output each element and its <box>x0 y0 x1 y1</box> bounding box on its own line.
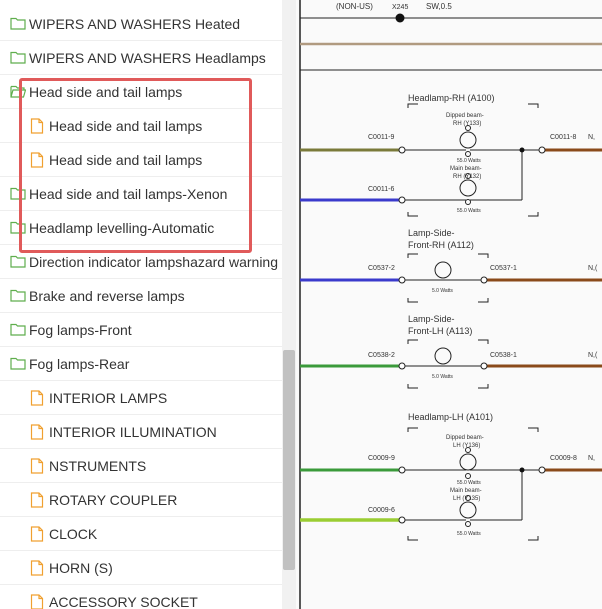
connector-c0537-1: C0537-1 <box>490 265 517 272</box>
lamp-side-lh-watts: 5.0 Watts <box>432 374 453 380</box>
lamp-side-rh-title2: Front-RH (A112) <box>408 240 474 250</box>
tree-item-label: Direction indicator lampshazard warning <box>29 254 279 270</box>
file-icon <box>30 458 44 479</box>
headlamp-rh-title: Headlamp-RH (A100) <box>408 93 495 103</box>
file-icon <box>30 526 44 547</box>
dipped-beam-rh-id: RH (Y133) <box>453 121 481 127</box>
tree-item[interactable]: WIPERS AND WASHERS Heated <box>0 7 282 41</box>
tree-item-label: Headlamp levelling-Automatic <box>29 220 215 236</box>
folder-icon <box>10 288 26 307</box>
file-icon <box>30 152 44 173</box>
headlamp-lh-title: Headlamp-LH (A101) <box>408 412 493 422</box>
folder-open-icon <box>10 84 27 103</box>
label-sw: SW,0.5 <box>426 2 452 11</box>
tree-item[interactable]: NSTRUMENTS <box>0 449 282 483</box>
tree-item-label: Head side and tail lamps <box>29 84 183 100</box>
main-beam-rh-watts: 55.0 Watts <box>457 208 481 214</box>
headlamp-lh-group: Headlamp-LH (A101) Dipped beam- LH (Y136… <box>300 412 602 541</box>
headlamp-rh-end-label: N, <box>588 134 595 141</box>
folder-icon <box>10 186 26 205</box>
main-beam-lh-id: LH (Y135) <box>453 496 480 502</box>
tree-item[interactable]: HORN (S) <box>0 551 282 585</box>
tree-item-label: HORN (S) <box>49 560 113 576</box>
main-beam-lh-label: Main beam- <box>450 488 482 494</box>
headlamp-lh-end-label: N, <box>588 455 595 462</box>
folder-icon <box>10 16 26 35</box>
tree-item[interactable]: ACCESSORY SOCKET <box>0 585 282 609</box>
folder-icon <box>10 356 26 375</box>
dipped-beam-lh-watts: 55.0 Watts <box>457 480 481 486</box>
file-icon <box>30 594 44 609</box>
main-beam-rh-label: Main beam- <box>450 166 482 172</box>
label-x245: X245 <box>392 4 408 11</box>
main-beam-rh-id: RH (Y132) <box>453 174 481 180</box>
folder-icon <box>10 254 26 273</box>
tree-item-label: WIPERS AND WASHERS Headlamps <box>29 50 266 66</box>
tree-item[interactable]: Head side and tail lamps <box>0 75 282 109</box>
folder-icon <box>10 220 26 239</box>
dipped-beam-lh-label: Dipped beam- <box>446 435 484 441</box>
file-icon <box>30 390 44 411</box>
dipped-beam-rh-watts: 55.0 Watts <box>457 158 481 164</box>
tree-item[interactable]: Head side and tail lamps <box>0 109 282 143</box>
tree-item[interactable]: Head side and tail lamps-Xenon <box>0 177 282 211</box>
scrollbar-thumb[interactable] <box>283 350 295 570</box>
folder-icon <box>10 322 26 341</box>
tree-item[interactable]: ROTARY COUPLER <box>0 483 282 517</box>
lamp-side-lh-end-label: N,( <box>588 352 598 359</box>
connector-c0009-6: C0009-6 <box>368 507 395 514</box>
tree-item[interactable]: INTERIOR LAMPS <box>0 381 282 415</box>
tree-item-label: INTERIOR ILLUMINATION <box>49 424 217 440</box>
connector-c0538-1: C0538-1 <box>490 352 517 359</box>
wiring-diagram: (NON-US) X245 SW,0.5 Headlamp-RH (A100) … <box>296 0 602 609</box>
lamp-side-rh-end-label: N,( <box>588 265 598 272</box>
tree-item[interactable]: Brake and reverse lamps <box>0 279 282 313</box>
tree-item-label: Fog lamps-Front <box>29 322 132 338</box>
tree-scrollbar[interactable] <box>282 0 296 609</box>
headlamp-rh-group: Headlamp-RH (A100) Dipped beam- RH (Y133… <box>300 93 602 217</box>
connector-c0011-6: C0011-6 <box>368 186 394 193</box>
lamp-side-lh-group: Lamp-Side- Front-LH (A113) 5.0 Watts C05… <box>300 314 602 389</box>
connector-c0009-8: C0009-8 <box>550 455 577 462</box>
file-icon <box>30 424 44 445</box>
lamp-side-rh-watts: 5.0 Watts <box>432 288 453 294</box>
connector-c0011-9: C0011-9 <box>368 134 394 141</box>
tree-item-label: CLOCK <box>49 526 98 542</box>
tree-item-label: Head side and tail lamps <box>49 152 203 168</box>
dipped-beam-rh-label: Dipped beam- <box>446 113 484 119</box>
tree-item-label: ACCESSORY SOCKET <box>49 594 198 609</box>
tree-item[interactable]: CLOCK <box>0 517 282 551</box>
tree-item[interactable]: INTERIOR ILLUMINATION <box>0 415 282 449</box>
tree-item-label: ROTARY COUPLER <box>49 492 178 508</box>
connector-c0009-9: C0009-9 <box>368 455 395 462</box>
tree-item[interactable]: Fog lamps-Front <box>0 313 282 347</box>
tree-item-label: Head side and tail lamps-Xenon <box>29 186 228 202</box>
tree-item-label: NSTRUMENTS <box>49 458 147 474</box>
label-non-us: (NON-US) <box>336 2 373 11</box>
tree-item[interactable]: Fog lamps-Rear <box>0 347 282 381</box>
tree-item[interactable]: Direction indicator lampshazard warning <box>0 245 282 279</box>
lamp-side-rh-title1: Lamp-Side- <box>408 228 455 238</box>
file-icon <box>30 492 44 513</box>
tree-item-label: Brake and reverse lamps <box>29 288 185 304</box>
tree-item[interactable]: Head side and tail lamps <box>0 143 282 177</box>
lamp-side-rh-group: Lamp-Side- Front-RH (A112) 5.0 Watts C05… <box>300 228 602 303</box>
tree-item[interactable]: Headlamp levelling-Automatic <box>0 211 282 245</box>
main-beam-lh-watts: 55.0 Watts <box>457 531 481 537</box>
file-icon <box>30 560 44 581</box>
connector-c0538-2: C0538-2 <box>368 352 395 359</box>
connector-c0011-8: C0011-8 <box>550 134 576 141</box>
tree-item-label: Head side and tail lamps <box>49 118 203 134</box>
tree-item-label: WIPERS AND WASHERS Heated <box>29 16 241 32</box>
lamp-side-lh-title1: Lamp-Side- <box>408 314 455 324</box>
tree-item-label: Fog lamps-Rear <box>29 356 130 372</box>
file-icon <box>30 118 44 139</box>
tree-item-label: INTERIOR LAMPS <box>49 390 168 406</box>
tree-item[interactable]: WIPERS AND WASHERS Headlamps <box>0 41 282 75</box>
connector-c0537-2: C0537-2 <box>368 265 395 272</box>
folder-icon <box>10 50 26 69</box>
lamp-side-lh-title2: Front-LH (A113) <box>408 326 472 336</box>
dipped-beam-lh-id: LH (Y136) <box>453 443 480 449</box>
